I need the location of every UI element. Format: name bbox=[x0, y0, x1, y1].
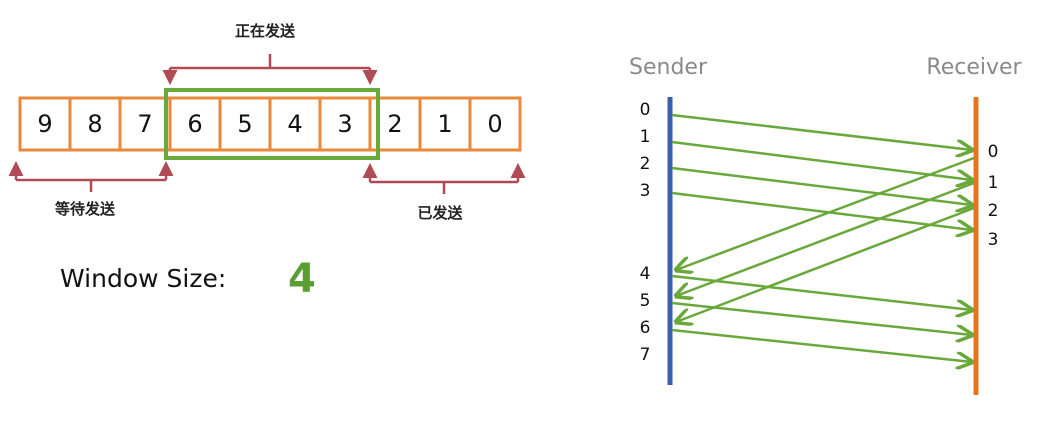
sender-seq-number: 6 bbox=[640, 318, 651, 338]
buffer-cell-value: 1 bbox=[437, 110, 452, 138]
sent-bracket bbox=[362, 163, 526, 194]
message-arrow bbox=[671, 191, 972, 230]
buffer-cell-value: 7 bbox=[137, 110, 152, 138]
buffer-cell: 4 bbox=[268, 96, 322, 152]
buffer-cell-value: 5 bbox=[237, 110, 252, 138]
waiting-label: 等待发送 bbox=[55, 200, 116, 218]
buffer-cells: 9 8 7 6 5 4 3 2 1 0 bbox=[18, 96, 522, 152]
message-arrow bbox=[671, 166, 972, 205]
buffer-cell: 0 bbox=[468, 96, 522, 152]
message-arrow bbox=[671, 113, 972, 150]
receiver-seq-number: 2 bbox=[988, 201, 999, 221]
buffer-cell: 1 bbox=[418, 96, 472, 152]
buffer-cell: 8 bbox=[68, 96, 122, 152]
buffer-cell-value: 3 bbox=[337, 110, 352, 138]
sent-label: 已发送 bbox=[417, 204, 463, 222]
buffer-cell: 7 bbox=[118, 96, 172, 152]
buffer-cell-value: 2 bbox=[387, 110, 402, 138]
receiver-seq-number: 3 bbox=[988, 230, 999, 250]
message-arrows bbox=[671, 113, 975, 362]
buffer-cell-value: 9 bbox=[37, 110, 52, 138]
sender-seq-number: 3 bbox=[640, 181, 651, 201]
buffer-cell-value: 0 bbox=[487, 110, 502, 138]
window-size-label: Window Size: bbox=[60, 264, 226, 293]
message-arrow bbox=[671, 140, 972, 180]
window-size-value: 4 bbox=[288, 256, 316, 302]
receiver-seq-number: 1 bbox=[988, 173, 999, 193]
buffer-cell: 9 bbox=[18, 96, 72, 152]
receiver-label: Receiver bbox=[926, 55, 1022, 80]
sender-seq-number: 0 bbox=[640, 100, 651, 120]
sending-bracket bbox=[162, 54, 378, 85]
message-arrow bbox=[676, 181, 975, 296]
buffer-cell: 3 bbox=[318, 96, 372, 152]
message-arrow bbox=[671, 328, 972, 362]
sending-label: 正在发送 bbox=[235, 22, 296, 40]
buffer-cell: 6 bbox=[168, 96, 222, 152]
buffer-cell-value: 6 bbox=[187, 110, 202, 138]
sender-seq-number: 4 bbox=[640, 264, 651, 284]
buffer-cell: 5 bbox=[218, 96, 272, 152]
sender-seq-number: 7 bbox=[640, 345, 651, 365]
receiver-sequence-numbers: 0 1 2 3 bbox=[988, 142, 999, 250]
message-arrow bbox=[676, 156, 975, 270]
sending-window-frame bbox=[164, 88, 380, 160]
message-arrow bbox=[676, 206, 975, 322]
receiver-seq-number: 0 bbox=[988, 142, 999, 162]
sender-seq-number: 5 bbox=[640, 291, 651, 311]
sender-seq-number: 2 bbox=[640, 154, 651, 174]
sender-label: Sender bbox=[629, 55, 708, 80]
buffer-cell-value: 4 bbox=[287, 110, 302, 138]
message-arrow bbox=[671, 301, 972, 335]
buffer-cell-value: 8 bbox=[87, 110, 102, 138]
message-arrow bbox=[671, 274, 972, 310]
sender-sequence-numbers: 0 1 2 3 4 5 6 7 bbox=[640, 100, 651, 365]
sender-seq-number: 1 bbox=[640, 127, 651, 147]
waiting-bracket bbox=[8, 161, 174, 192]
